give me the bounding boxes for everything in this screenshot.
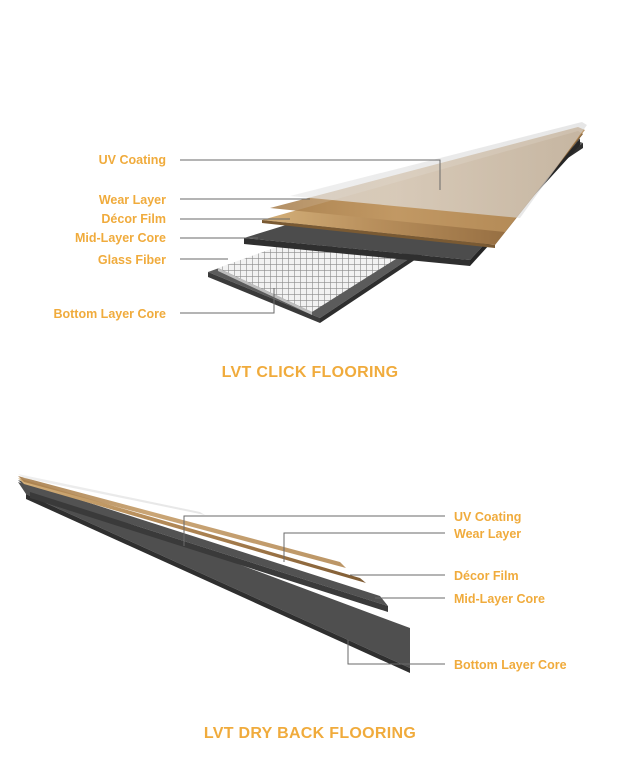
- dryback-label-mid-layer-core: Mid-Layer Core: [454, 592, 545, 606]
- click-uv-coating: [290, 122, 587, 218]
- dryback-mid-core-face: [30, 492, 388, 612]
- click-label-glass-fiber: Glass Fiber: [97, 253, 166, 267]
- dryback-bottom-core-edge: [26, 494, 410, 673]
- click-label-decor-film: Décor Film: [101, 212, 166, 226]
- click-label-uv-coating: UV Coating: [98, 153, 166, 167]
- click-decor-film-edge: [262, 220, 495, 248]
- click-label-wear-layer: Wear Layer: [98, 193, 166, 207]
- click-label-bottom-layer-core: Bottom Layer Core: [53, 307, 166, 321]
- click-glass-fiber-edge: [218, 268, 312, 315]
- dryback-leader-bottom-core: [347, 640, 445, 665]
- click-leader-uv-coating: [180, 159, 441, 190]
- click-plank-stack: [208, 122, 587, 323]
- dryback-leader-lines: [183, 515, 445, 665]
- click-label-mid-layer-core: Mid-Layer Core: [75, 231, 166, 245]
- dryback-label-decor-film: Décor Film: [454, 569, 519, 583]
- dryback-leader-wear-layer: [283, 532, 445, 562]
- click-mid-core-edge: [244, 238, 470, 266]
- dryback-leader-uv-coating: [183, 515, 445, 546]
- click-bottom-core-edge: [208, 272, 320, 323]
- click-leader-lines: [180, 159, 441, 314]
- dryback-mid-core-top: [18, 480, 388, 606]
- click-title: LVT CLICK FLOORING: [221, 364, 399, 381]
- dryback-title: LVT DRY BACK FLOORING: [203, 725, 417, 742]
- dryback-uv-coating: [18, 474, 205, 515]
- dryback-decor-film: [18, 478, 366, 583]
- dryback-label-wear-layer: Wear Layer: [454, 527, 522, 541]
- dryback-label-bottom-layer-core: Bottom Layer Core: [454, 658, 567, 672]
- dryback-wear-layer: [18, 476, 346, 568]
- dryback-plank-stack: [18, 474, 410, 673]
- click-leader-bottom-core: [180, 288, 275, 314]
- dryback-bottom-core-top: [18, 482, 410, 668]
- dryback-label-uv-coating: UV Coating: [454, 510, 522, 524]
